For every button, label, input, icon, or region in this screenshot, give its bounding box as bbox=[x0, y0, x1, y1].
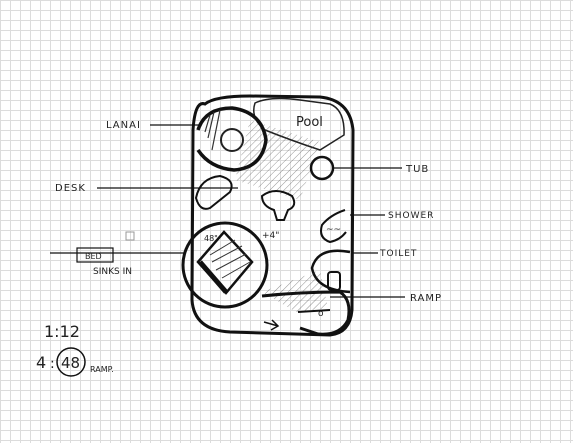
note-ramp-prefix: 4 bbox=[36, 353, 46, 372]
label-lanai: LANAI bbox=[106, 120, 141, 131]
label-pool: Pool bbox=[296, 115, 323, 130]
note-ramp-word: RAMP. bbox=[90, 365, 114, 374]
shower-curve bbox=[320, 209, 347, 244]
arrow bbox=[263, 319, 280, 331]
ramp-mark: o bbox=[318, 309, 324, 319]
note-ramp-sep: : bbox=[50, 356, 55, 372]
bed-label-box bbox=[76, 247, 114, 263]
label-bed-dim: 48" bbox=[204, 234, 218, 243]
note-ramp-circle bbox=[56, 347, 86, 377]
label-ramp: RAMP bbox=[410, 293, 442, 304]
note-slope: 1:12 bbox=[44, 322, 80, 341]
ramp-hatch bbox=[262, 270, 328, 312]
label-toilet: TOILET bbox=[379, 249, 417, 259]
plan-outline bbox=[190, 94, 355, 337]
desk-shape bbox=[194, 174, 233, 210]
lanai-feature bbox=[196, 106, 268, 172]
label-shower: SHOWER bbox=[388, 211, 434, 221]
pool-hatch bbox=[235, 120, 320, 200]
ramp-step bbox=[297, 309, 331, 313]
bed-label-notch bbox=[125, 231, 135, 241]
label-plus4: +4" bbox=[262, 231, 279, 241]
center-table bbox=[260, 190, 296, 221]
shower-mark: ~~ bbox=[326, 225, 341, 235]
toilet bbox=[327, 271, 341, 291]
bed-area bbox=[181, 221, 269, 309]
label-tub: TUB bbox=[405, 164, 429, 175]
ramp-arc bbox=[261, 290, 351, 336]
label-sinks-in: SINKS IN bbox=[93, 267, 132, 277]
label-bed: BED bbox=[85, 252, 102, 261]
note-ramp-value: 48 bbox=[61, 354, 80, 372]
tub-circle bbox=[309, 155, 335, 181]
label-desk: DESK bbox=[55, 183, 86, 194]
